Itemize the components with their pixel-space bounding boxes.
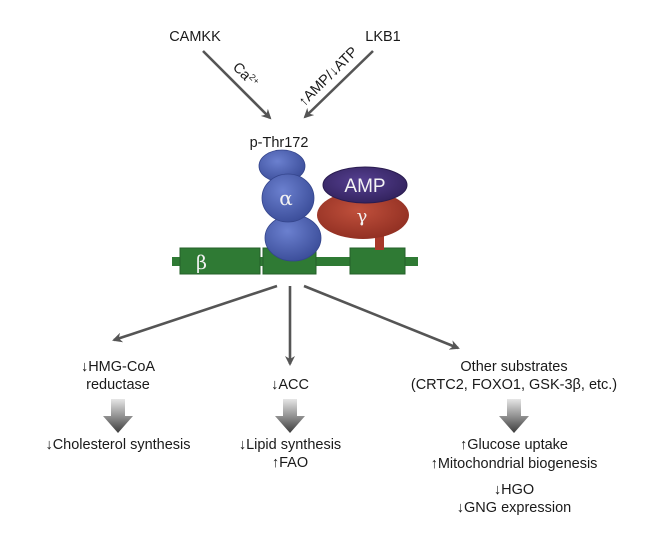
cholesterol-outcome: ↓Cholesterol synthesis	[45, 437, 190, 453]
gamma-label: γ	[357, 206, 368, 227]
amp-label: AMP	[344, 176, 385, 197]
camkk-arrow	[202, 50, 272, 120]
gng-outcome: ↓GNG expression	[457, 500, 571, 516]
lkb1-label: LKB1	[365, 29, 400, 45]
glucose-outcome: ↑Glucose uptake	[460, 437, 568, 453]
acc-target: ↓ACC	[271, 377, 309, 393]
fat-arrow-branch1	[103, 399, 133, 433]
hmgcoa-target-line1: ↓HMG-CoA	[81, 359, 155, 375]
camkk-label: CAMKK	[169, 29, 221, 45]
fat-arrow-branch3	[499, 399, 529, 433]
arrow-to-hmgcoa	[112, 284, 278, 343]
lkb1-arrow	[303, 50, 374, 119]
mito-outcome: ↑Mitochondrial biogenesis	[431, 456, 598, 472]
other-substrates-line2: (CRTC2, FOXO1, GSK-3β, etc.)	[411, 377, 617, 393]
lipid-outcome-line2: ↑FAO	[272, 455, 308, 471]
fat-arrow-branch2	[275, 399, 305, 433]
alpha-subunit	[258, 149, 322, 262]
amp-atp-signal-label: ↑AMP/↓ATP	[296, 44, 362, 110]
gamma-stalk	[375, 228, 384, 250]
hmgcoa-target-line2: reductase	[86, 377, 150, 393]
other-substrates-line1: Other substrates	[460, 359, 567, 375]
lipid-outcome-line1: ↓Lipid synthesis	[239, 437, 341, 453]
phospho-site-label: p-Thr172	[250, 135, 309, 151]
alpha-label: α	[279, 186, 293, 210]
gamma-subunit	[317, 191, 409, 239]
beta-subunit	[172, 247, 418, 275]
arrow-to-other-substrates	[303, 284, 460, 350]
amp-molecule	[322, 166, 408, 204]
calcium-signal-label: Ca2+	[229, 59, 261, 91]
beta-label: β	[196, 252, 207, 274]
hgo-outcome: ↓HGO	[494, 482, 534, 498]
